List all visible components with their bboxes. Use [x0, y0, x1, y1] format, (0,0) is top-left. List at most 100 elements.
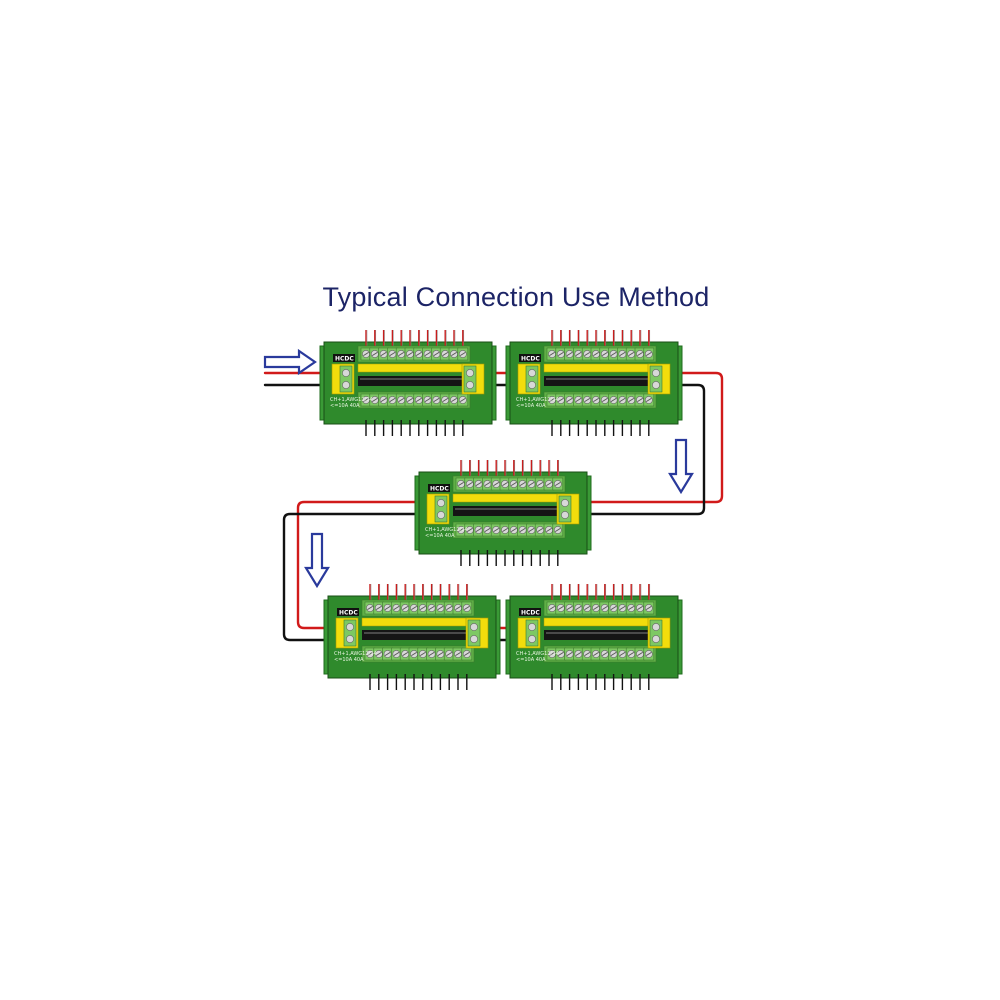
lower-slot	[519, 528, 526, 532]
lower-slot	[528, 528, 535, 532]
negative-bus-bar	[544, 630, 656, 640]
upper-slot	[411, 606, 417, 610]
upper-slot	[419, 606, 426, 610]
upper-slot	[433, 352, 440, 356]
left-power-screw	[528, 369, 536, 377]
lower-slot	[407, 398, 413, 402]
upper-slot	[415, 352, 422, 356]
rating-line-2: <=10A 40A	[334, 657, 364, 663]
board-4: HCDC CH+1,AWG12/24<=10A 40A	[323, 584, 501, 690]
right-power-screw	[466, 381, 474, 389]
lower-slot	[637, 398, 643, 402]
upper-slot	[549, 606, 555, 610]
upper-slot	[466, 482, 473, 486]
negative-bus-bar	[362, 630, 474, 640]
upper-slot	[619, 352, 626, 356]
lower-slot	[459, 398, 466, 402]
upper-slot	[380, 352, 387, 356]
upper-slot	[619, 606, 626, 610]
upper-slot	[593, 606, 599, 610]
left-power-screw	[528, 381, 536, 389]
lower-slot	[437, 652, 444, 656]
loop-negative-left	[282, 512, 443, 642]
negative-bus-bar	[544, 376, 656, 386]
upper-slot	[389, 352, 396, 356]
upper-slot	[363, 352, 369, 356]
lower-slot	[601, 652, 608, 656]
upper-slot	[584, 606, 591, 610]
upper-slot	[459, 352, 466, 356]
lower-slot	[415, 398, 422, 402]
lower-slot	[502, 528, 508, 532]
right-power-screw	[652, 369, 660, 377]
lower-slot	[402, 652, 409, 656]
upper-slot	[575, 606, 582, 610]
lower-slot	[380, 398, 387, 402]
lower-slot	[510, 528, 517, 532]
right-power-screw	[470, 635, 478, 643]
upper-slot	[628, 606, 635, 610]
upper-slot	[428, 606, 435, 610]
lower-slot	[419, 652, 426, 656]
upper-slot	[601, 352, 608, 356]
upper-slot	[546, 482, 552, 486]
lower-slot	[389, 398, 396, 402]
rating-line-1: CH+1,AWG12/24	[334, 651, 377, 657]
upper-slot	[610, 606, 617, 610]
left-power-screw	[437, 499, 445, 507]
upper-slot	[375, 606, 382, 610]
lower-slot	[446, 652, 453, 656]
rating-line-2: <=10A 40A	[425, 533, 455, 539]
loop-positive-right	[563, 371, 724, 504]
rating-line-1: CH+1,AWG12/24	[425, 527, 468, 533]
bus-bar-highlight	[546, 378, 654, 380]
lower-slot	[610, 398, 617, 402]
bus-bar-highlight	[455, 508, 563, 510]
upper-slot	[637, 606, 643, 610]
logo-plate	[333, 354, 355, 362]
positive-bus-bar	[361, 617, 475, 627]
lower-slot	[463, 652, 470, 656]
lower-slot	[584, 652, 591, 656]
lower-slot	[645, 652, 652, 656]
right-power-screw	[561, 511, 569, 519]
positive-bus-bar	[357, 363, 471, 373]
left-power-screw	[346, 623, 354, 631]
lower-slot	[584, 398, 591, 402]
upper-slot	[475, 482, 482, 486]
lower-slot	[411, 652, 417, 656]
lower-slot	[549, 398, 555, 402]
upper-slot	[557, 606, 564, 610]
loop-positive-left	[296, 500, 443, 630]
board-logo: HCDC	[335, 356, 354, 363]
lower-slot	[493, 528, 500, 532]
lower-slot	[593, 398, 599, 402]
lower-slot	[628, 398, 635, 402]
upper-slot	[493, 482, 500, 486]
rating-line-2: <=10A 40A	[516, 403, 546, 409]
upper-slot	[437, 606, 444, 610]
lower-slot	[566, 652, 573, 656]
upper-slot	[424, 352, 431, 356]
upper-slot	[455, 606, 461, 610]
rating-line-2: <=10A 40A	[330, 403, 360, 409]
upper-slot	[442, 352, 449, 356]
lower-slot	[546, 528, 552, 532]
upper-slot	[593, 352, 599, 356]
lower-slot	[628, 652, 635, 656]
lower-slot	[375, 652, 382, 656]
lower-slot	[601, 398, 608, 402]
positive-bus-bar	[543, 363, 657, 373]
upper-slot	[384, 606, 391, 610]
upper-slot	[566, 352, 573, 356]
board-logo: HCDC	[339, 610, 358, 617]
lower-slot	[610, 652, 617, 656]
diagram-title: Typical Connection Use Method	[322, 282, 710, 312]
down-arrow-right	[668, 438, 694, 495]
upper-slot	[458, 482, 464, 486]
upper-slot	[645, 352, 652, 356]
left-power-screw	[437, 511, 445, 519]
lower-slot	[554, 528, 561, 532]
